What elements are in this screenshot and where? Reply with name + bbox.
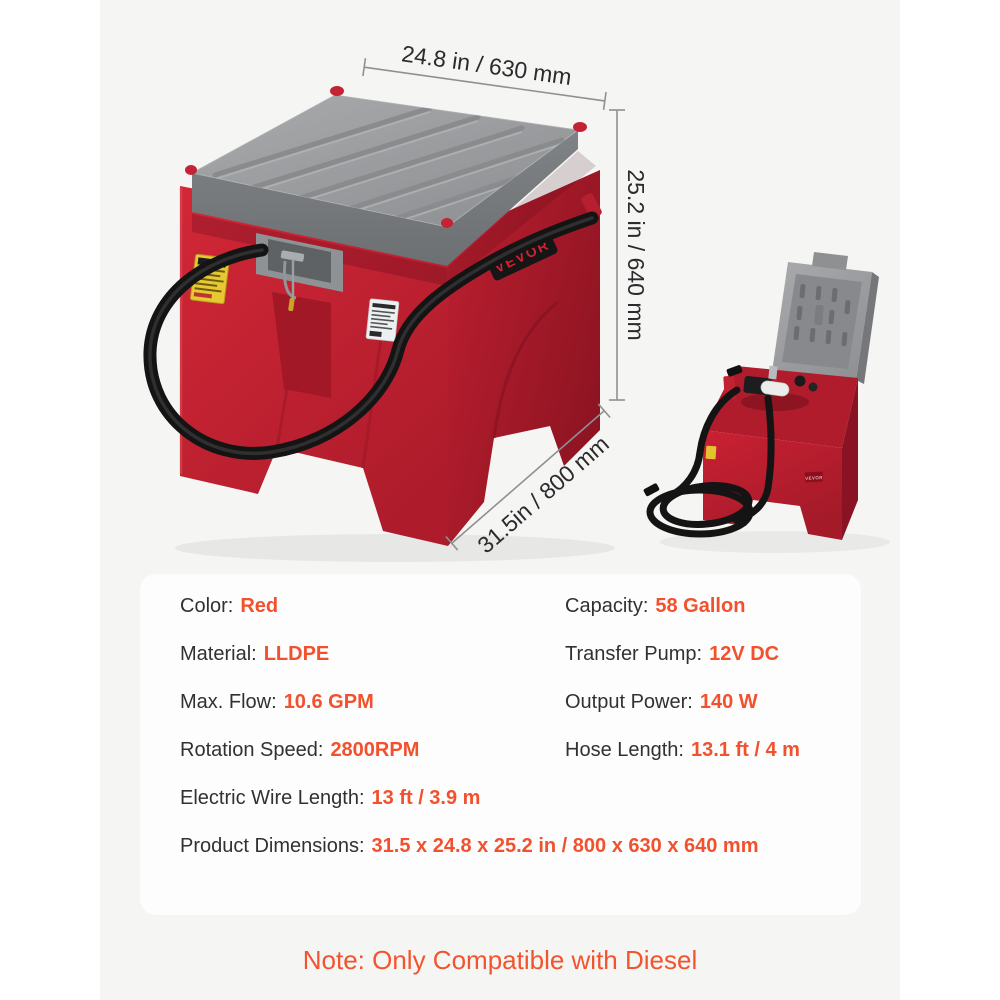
spec-label: Electric Wire Length:: [180, 787, 365, 809]
open-lid: [772, 252, 879, 384]
dimension-width: 24.8 in / 630 mm: [362, 40, 607, 111]
spec-value: 31.5 x 24.8 x 25.2 in / 800 x 630 x 640 …: [371, 835, 759, 857]
spec-value: 10.6 GPM: [283, 691, 374, 713]
lid-slot-pattern: [793, 284, 851, 347]
gray-photo-panel: VEVOR: [100, 0, 900, 1000]
small-warning-sticker: [705, 445, 717, 460]
spec-label: Hose Length:: [565, 739, 684, 761]
spec-row-electric-wire-length: Electric Wire Length: 13 ft / 3.9 m: [180, 786, 758, 810]
spec-label: Material:: [180, 643, 257, 665]
small-tank-top: [703, 366, 858, 448]
dimension-width-label: 24.8 in / 630 mm: [400, 40, 573, 90]
spec-value: 13 ft / 3.9 m: [371, 787, 481, 809]
dimension-height: 25.2 in / 640 mm: [609, 109, 649, 401]
note-text: Note: Only Compatible with Diesel: [302, 945, 698, 975]
lock-hasp: [280, 250, 305, 312]
spec-value: LLDPE: [263, 643, 330, 665]
dimension-height-label: 25.2 in / 640 mm: [623, 169, 649, 340]
spec-row-color: Color: Red: [180, 594, 758, 618]
spec-label: Rotation Speed:: [180, 739, 324, 761]
main-tank-shadow: [175, 534, 615, 562]
fuel-hose: [143, 211, 599, 460]
lid-ribs: [212, 105, 578, 227]
small-vevor-text: VEVOR: [805, 475, 823, 481]
spec-value: 140 W: [699, 691, 758, 713]
spec-value: 12V DC: [709, 643, 780, 665]
spec-value: 13.1 ft / 4 m: [690, 739, 800, 761]
lid-corner-cap: [185, 165, 197, 175]
spec-card: Color: Red Material: LLDPE Max. Flow: 10.6 …: [140, 574, 861, 915]
small-fuel-hose: [643, 386, 775, 538]
spec-column-right: Capacity:58 Gallon Transfer Pump:12V DC …: [565, 594, 800, 762]
spec-label: Transfer Pump:: [565, 643, 703, 665]
spec-row-hose-length: Hose Length: 13.1 ft / 4 m: [565, 738, 800, 762]
small-tank-right: [842, 378, 858, 540]
spec-row-max-flow: Max. Flow: 10.6 GPM: [180, 690, 758, 714]
product-hero-image: VEVOR: [143, 40, 890, 562]
spec-label: Output Power:: [565, 691, 693, 713]
spec-label: Capacity:: [565, 595, 649, 617]
spec-value: 58 Gallon: [655, 595, 746, 617]
spec-row-product-dimensions: Product Dimensions: 31.5 x 24.8 x 25.2 in…: [180, 834, 758, 858]
spec-row-output-power: Output Power: 140 W: [565, 690, 800, 714]
spec-row-material: Material: LLDPE: [180, 642, 758, 666]
lid-corner-cap: [330, 86, 344, 96]
tank-ridge: [492, 300, 559, 439]
lid-corner-cap: [573, 122, 587, 132]
spec-row-rotation-speed: Rotation Speed: 2800RPM: [180, 738, 758, 762]
regulation-sticker: [365, 298, 400, 342]
spec-row-transfer-pump: Transfer Pump: 12V DC: [565, 642, 800, 666]
spec-value: 2800RPM: [330, 739, 420, 761]
spec-label: Color:: [180, 595, 234, 617]
lid-edge: [192, 130, 578, 266]
spec-row-capacity: Capacity: 58 Gallon: [565, 594, 800, 618]
tank-lock-channel: [272, 292, 331, 398]
under-lid-shadow: [447, 151, 596, 286]
main-tank-illustration: VEVOR: [143, 86, 602, 546]
spec-label: Product Dimensions:: [180, 835, 365, 857]
spec-column-left: Color: Red Material: LLDPE Max. Flow: 10.6 …: [180, 594, 758, 858]
lid-latch: [581, 193, 602, 219]
spec-value: Red: [240, 595, 279, 617]
lid-corner-cap: [441, 218, 453, 228]
open-lid-tank-illustration: VEVOR: [643, 252, 879, 540]
small-vevor-badge: VEVOR: [804, 471, 823, 483]
spec-label: Max. Flow:: [180, 691, 277, 713]
